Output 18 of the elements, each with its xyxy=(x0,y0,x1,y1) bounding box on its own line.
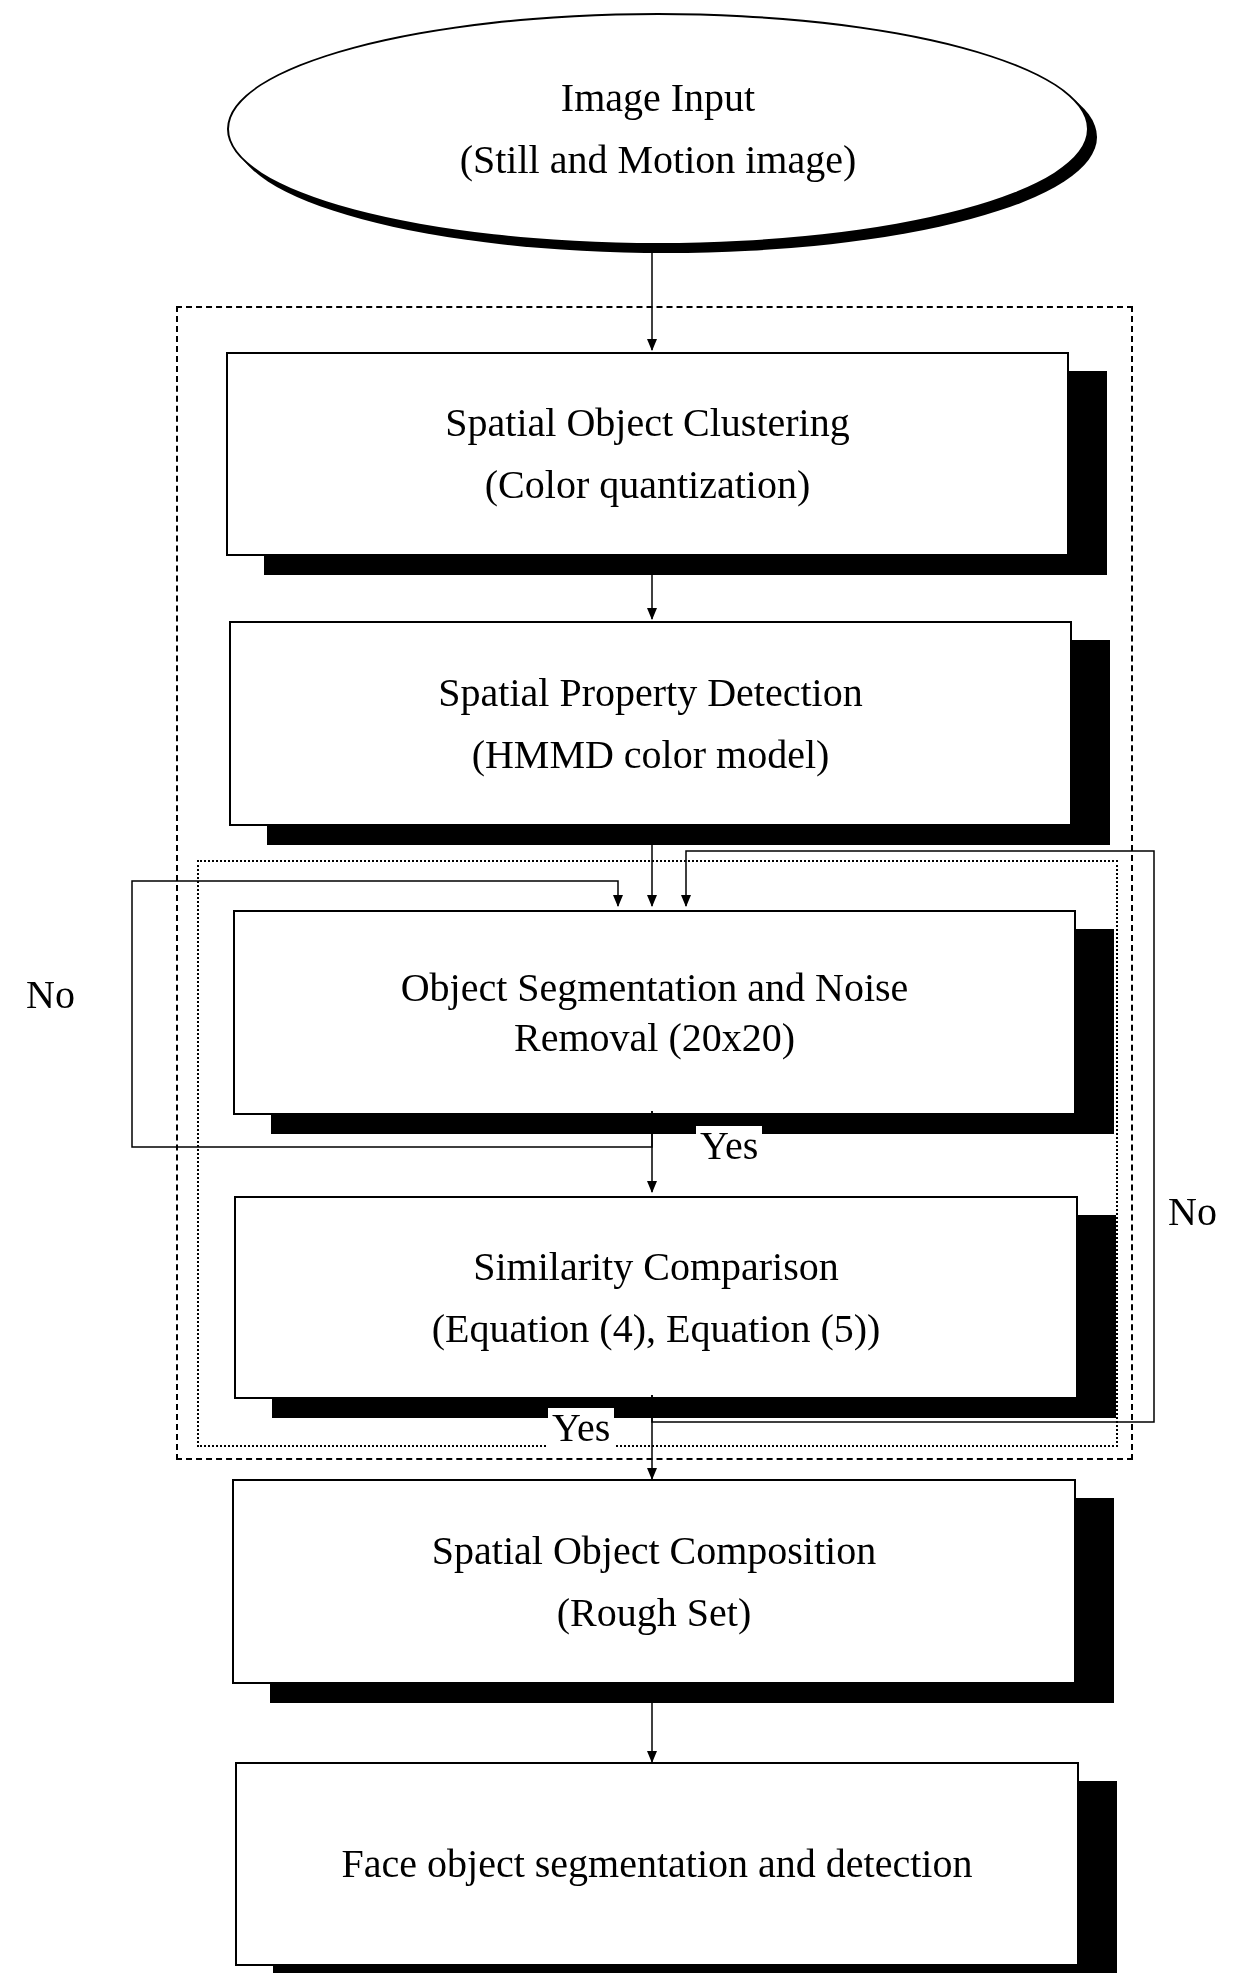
node-text: (Rough Set) xyxy=(556,1588,752,1637)
arrow xyxy=(647,1110,657,1193)
node-text: Similarity Comparison xyxy=(473,1242,839,1291)
node-text: Face object segmentation and detection xyxy=(341,1840,973,1888)
node-text: Object Segmentation and Noise Removal (20x20) xyxy=(399,963,910,1062)
node-text: (Equation (4), Equation (5)) xyxy=(431,1304,881,1353)
node-text: Spatial Property Detection xyxy=(438,668,863,717)
arrow xyxy=(647,1394,657,1480)
dashed-group-frame xyxy=(176,306,1133,1460)
node-text: Spatial Object Composition xyxy=(431,1526,877,1575)
arrow xyxy=(131,880,653,1148)
node-text: (HMMD color model) xyxy=(471,730,830,779)
node-text: (Still and Motion image) xyxy=(459,136,857,184)
dotted-group-frame xyxy=(197,860,1118,1447)
node-text: Spatial Object Clustering xyxy=(445,399,850,447)
arrow xyxy=(651,850,1155,1423)
node-text: Image Input xyxy=(560,74,756,122)
node-text: (Color quantization) xyxy=(484,461,811,509)
